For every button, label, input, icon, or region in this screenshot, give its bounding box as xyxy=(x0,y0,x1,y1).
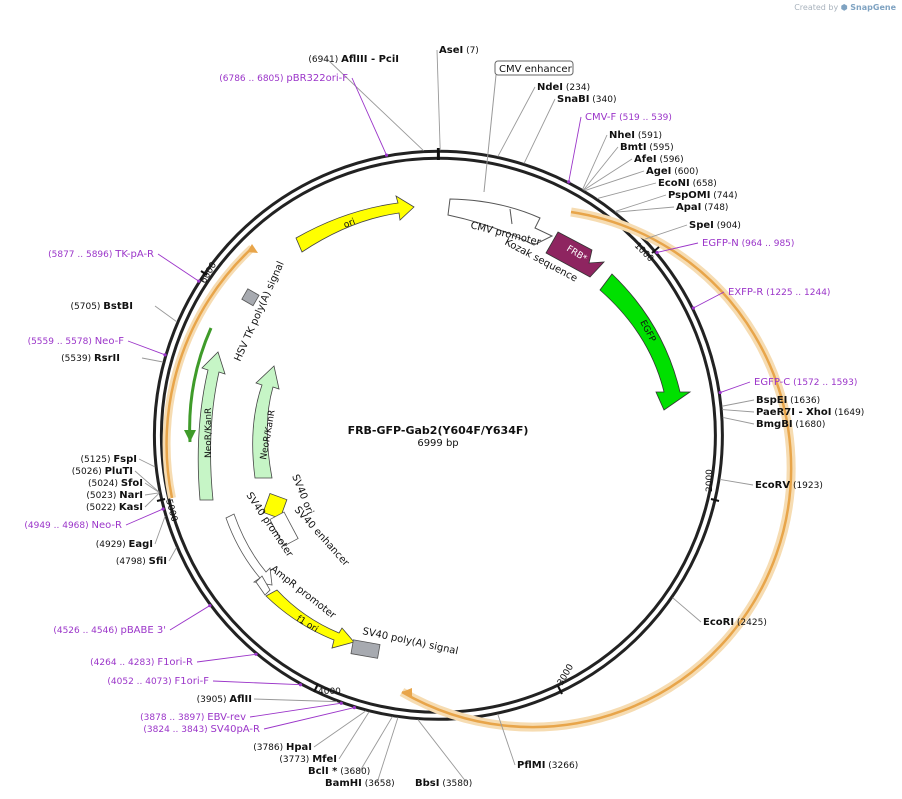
primer-cmvf[interactable]: CMV-F (519 .. 539) xyxy=(585,112,672,123)
tick-label-6000: 6000 xyxy=(199,260,219,285)
enzyme-bcli[interactable]: BclI * (3680) xyxy=(308,766,370,777)
enzyme-ecorv[interactable]: EcoRV (1923) xyxy=(755,480,823,491)
cmv-promoter-arrow xyxy=(447,198,554,246)
hsv-tk-box xyxy=(241,288,260,307)
enzyme-spei[interactable]: SpeI (904) xyxy=(689,220,741,231)
primer-egfpn[interactable]: EGFP-N (964 .. 985) xyxy=(702,238,794,249)
enzyme-aflii[interactable]: (3905) AflII xyxy=(197,694,252,705)
enzyme-bmti[interactable]: BmtI (595) xyxy=(620,142,674,153)
enzyme-asei[interactable]: AseI (7) xyxy=(439,45,479,56)
enzyme-bmgbi[interactable]: BmgBI (1680) xyxy=(756,419,825,430)
primer-neof[interactable]: (5559 .. 5578) Neo-F xyxy=(28,336,125,347)
enzyme-bbsi[interactable]: BbsI (3580) xyxy=(415,778,472,789)
cmv-enhancer-box xyxy=(494,60,574,76)
primer-neor[interactable]: (4949 .. 4968) Neo-R xyxy=(24,520,122,531)
sv40-promoter-arrow xyxy=(225,513,273,586)
snapgene-credit: Created by ⬢ SnapGene xyxy=(794,3,896,12)
neo-outer-label: NeoR/KanR xyxy=(204,408,214,458)
primer-sv40par[interactable]: (3824 .. 3843) SV40pA-R xyxy=(143,724,260,735)
sv40-ori-box xyxy=(262,493,288,519)
credit-brand: SnapGene xyxy=(850,3,896,12)
tick-label-2000: 2000 xyxy=(705,469,715,492)
sv40-polya-box xyxy=(350,639,381,659)
enzyme-bamhi[interactable]: BamHI (3658) xyxy=(325,778,395,789)
enzyme-econi[interactable]: EcoNI (658) xyxy=(658,178,717,189)
ori-arrow xyxy=(295,195,415,253)
enzyme-fspi[interactable]: (5125) FspI xyxy=(81,454,137,465)
primer-tkpar[interactable]: (5877 .. 5896) TK-pA-R xyxy=(48,249,154,260)
enzyme-nhei[interactable]: NheI (591) xyxy=(609,130,662,141)
primer-egfpc[interactable]: EGFP-C (1572 .. 1593) xyxy=(754,377,857,388)
leader-lines xyxy=(125,49,755,784)
enzyme-afliii[interactable]: (6941) AflIII - PciI xyxy=(308,54,399,65)
enzyme-agei[interactable]: AgeI (600) xyxy=(646,166,698,177)
enzyme-pluti[interactable]: (5026) PluTI xyxy=(72,466,133,477)
enzyme-afei[interactable]: AfeI (596) xyxy=(634,154,684,165)
enzyme-paer7i[interactable]: PaeR7I - XhoI (1649) xyxy=(756,407,864,418)
cmv-enhancer-label: CMV enhancer xyxy=(499,64,573,75)
plasmid-size: 6999 bp xyxy=(417,438,458,449)
snapgene-logo-icon: ⬢ xyxy=(840,3,848,12)
sv40-enhancer-label: SV40 enhancer xyxy=(292,505,352,570)
neo-inner-arrow xyxy=(252,365,280,479)
orf-arcs xyxy=(162,207,796,732)
enzyme-ecori[interactable]: EcoRI (2425) xyxy=(703,617,767,628)
enzyme-apai[interactable]: ApaI (748) xyxy=(676,202,728,213)
credit-prefix: Created by xyxy=(794,3,839,12)
neo-outer-arrow xyxy=(197,351,226,501)
primer-exfpr[interactable]: EXFP-R (1225 .. 1244) xyxy=(728,287,830,298)
enzyme-pflmi[interactable]: PflMI (3266) xyxy=(517,760,578,771)
primer-pbabe3[interactable]: (4526 .. 4546) pBABE 3' xyxy=(53,625,166,636)
sv40-enhancer-box xyxy=(269,511,299,547)
feature-labels: CMV enhancer CMV promoter Kozak sequence… xyxy=(233,60,579,657)
plasmid-name: FRB-GFP-Gab2(Y604F/Y634F) xyxy=(348,424,529,437)
enzyme-kasi[interactable]: (5022) KasI xyxy=(86,502,143,513)
ampr-promoter-arrow xyxy=(255,575,271,596)
enzyme-sfii[interactable]: (4798) SfiI xyxy=(116,556,167,567)
ori-label: ori xyxy=(342,217,357,231)
enzyme-mfei[interactable]: (3773) MfeI xyxy=(279,754,337,765)
primer-pbr322orif[interactable]: (6786 .. 6805) pBR322ori-F xyxy=(219,73,348,84)
features: FRB* EGFP ori NeoR/KanR NeoR/KanR f1 ori xyxy=(197,195,692,659)
enzyme-nari[interactable]: (5023) NarI xyxy=(86,490,143,501)
enzyme-snabi[interactable]: SnaBI (340) xyxy=(557,94,616,105)
egfp-arrow xyxy=(599,273,692,411)
enzyme-bspei[interactable]: BspEI (1636) xyxy=(756,395,820,406)
enzyme-rsrii[interactable]: (5539) RsrII xyxy=(61,353,120,364)
enzyme-bstbi[interactable]: (5705) BstBI xyxy=(71,301,134,312)
enzyme-eagi[interactable]: (4929) EagI xyxy=(96,539,153,550)
enzyme-pspomi[interactable]: PspOMI (744) xyxy=(668,190,738,201)
enzyme-sfoi[interactable]: (5024) SfoI xyxy=(88,478,143,489)
enzyme-hpai[interactable]: (3786) HpaI xyxy=(253,742,312,753)
tick-label-4000: 4000 xyxy=(318,687,341,697)
primer-labels: (6786 .. 6805) pBR322ori-F CMV-F (519 .. … xyxy=(24,73,857,735)
hsv-tk-label: HSV TK poly(A) signal xyxy=(233,260,287,363)
enzyme-labels: AseI (7)NdeI (234)SnaBI (340)NheI (591)B… xyxy=(61,45,864,789)
enzyme-ndei[interactable]: NdeI (234) xyxy=(537,82,590,93)
tick-marks xyxy=(156,246,720,695)
primer-f1orif[interactable]: (4052 .. 4073) F1ori-F xyxy=(107,676,209,687)
frb-arrow xyxy=(545,231,605,278)
primer-f1orir[interactable]: (4264 .. 4283) F1ori-R xyxy=(90,657,193,668)
primer-ebvrev[interactable]: (3878 .. 3897) EBV-rev xyxy=(140,712,246,723)
